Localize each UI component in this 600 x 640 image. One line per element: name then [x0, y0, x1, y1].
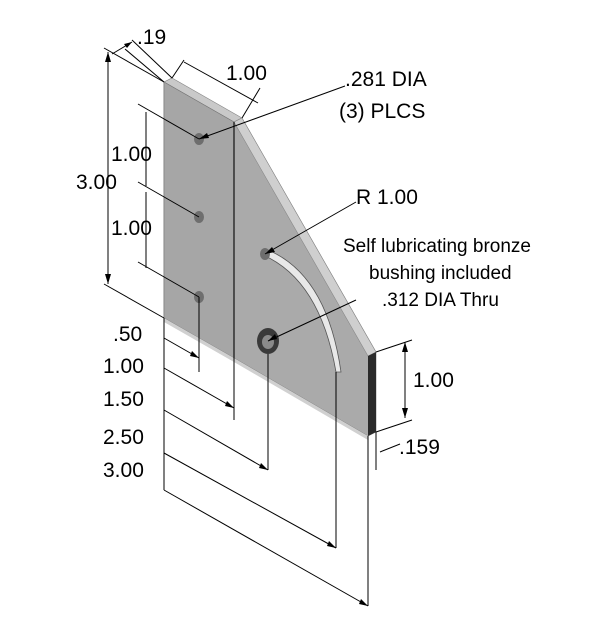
label-hole-spacing-upper: 1.00 [111, 143, 152, 166]
label-hole-note-1: .281 DIA [345, 68, 427, 91]
bottom-edge-face [164, 318, 368, 440]
right-section-face [233, 117, 377, 437]
label-offset-050: .50 [113, 323, 142, 346]
label-hole-note-2: (3) PLCS [339, 100, 425, 123]
dimension-labels: .19 1.00 .281 DIA (3) PLCS 1.00 3.00 1.0… [76, 26, 531, 482]
right-end-face [368, 352, 376, 436]
label-offset-100: 1.00 [103, 355, 144, 378]
label-offset-300: 3.00 [103, 459, 144, 482]
label-offset-250: 2.50 [103, 426, 144, 449]
label-thickness: .19 [137, 26, 166, 49]
bracket-part [163, 77, 377, 440]
label-overall-height: 3.00 [76, 171, 117, 194]
label-bushing-1: Self lubricating bronze [343, 236, 531, 257]
label-hole-spacing-lower: 1.00 [111, 217, 152, 240]
label-right-edge-thickness: .159 [399, 436, 440, 459]
arc-slot [262, 249, 342, 373]
dimension-lines [103, 39, 413, 607]
label-offset-150: 1.50 [103, 388, 144, 411]
label-top-width: 1.00 [226, 62, 267, 85]
label-slot-radius: R 1.00 [356, 186, 418, 209]
label-right-edge-height: 1.00 [413, 369, 454, 392]
label-bushing-2: bushing included [369, 263, 512, 284]
label-bushing-3: .312 DIA Thru [382, 290, 499, 311]
